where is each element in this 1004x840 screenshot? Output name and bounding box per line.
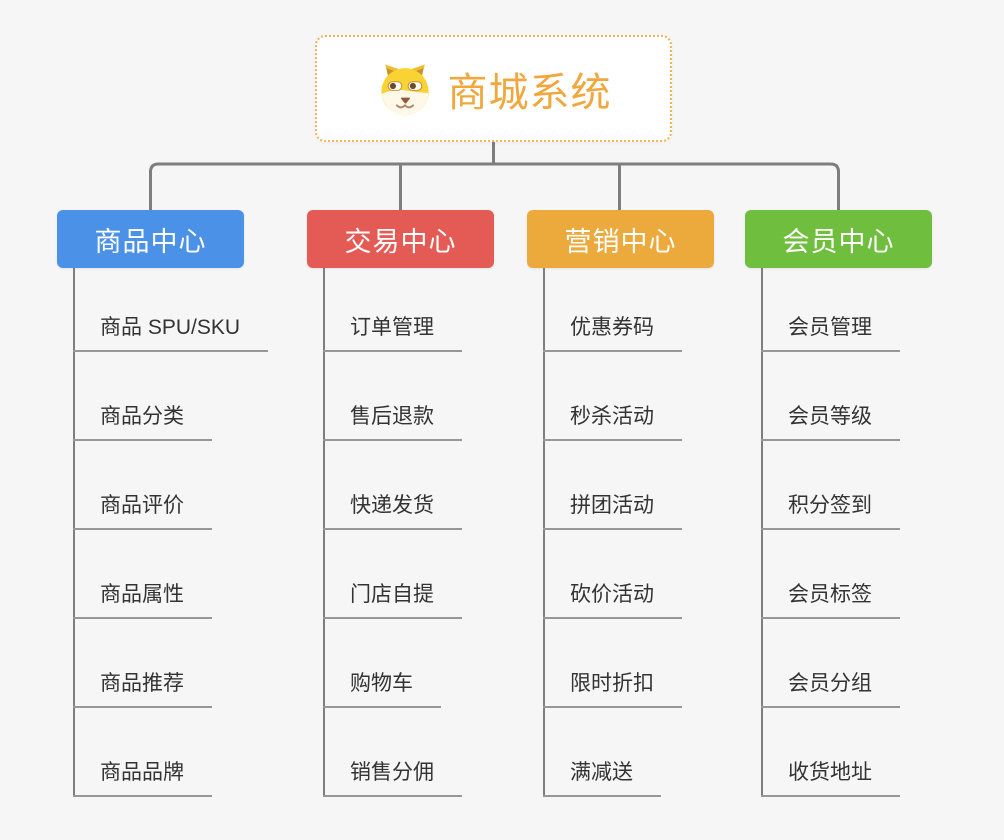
- branch-header-2[interactable]: 营销中心: [527, 210, 714, 268]
- branch-trunk-line: [73, 268, 75, 797]
- root-node-mall-system[interactable]: 商城系统: [315, 35, 672, 142]
- branch-header-1[interactable]: 交易中心: [307, 210, 494, 268]
- leaf-node[interactable]: 售后退款: [323, 403, 462, 441]
- branch-header-3[interactable]: 会员中心: [745, 210, 932, 268]
- leaf-node[interactable]: 商品 SPU/SKU: [73, 314, 269, 352]
- leaf-node[interactable]: 优惠券码: [543, 314, 682, 352]
- leaf-node[interactable]: 积分签到: [761, 492, 900, 530]
- leaf-node[interactable]: 商品品牌: [73, 759, 212, 797]
- leaf-node[interactable]: 销售分佣: [323, 759, 462, 797]
- leaf-node[interactable]: 商品推荐: [73, 670, 212, 708]
- branch-trunk-line: [761, 268, 763, 797]
- leaf-node[interactable]: 砍价活动: [543, 581, 682, 619]
- leaf-node[interactable]: 会员分组: [761, 670, 900, 708]
- leaf-node[interactable]: 商品属性: [73, 581, 212, 619]
- leaf-node[interactable]: 购物车: [323, 670, 441, 708]
- leaf-node[interactable]: 秒杀活动: [543, 403, 682, 441]
- leaf-node[interactable]: 商品分类: [73, 403, 212, 441]
- leaf-node[interactable]: 会员等级: [761, 403, 900, 441]
- leaf-node[interactable]: 快递发货: [323, 492, 462, 530]
- leaf-node[interactable]: 商品评价: [73, 492, 212, 530]
- leaf-node[interactable]: 门店自提: [323, 581, 462, 619]
- branch-trunk-line: [543, 268, 545, 797]
- root-title: 商城系统: [447, 70, 612, 115]
- leaf-node[interactable]: 满减送: [543, 759, 661, 797]
- branch-header-0[interactable]: 商品中心: [57, 210, 244, 268]
- leaf-node[interactable]: 拼团活动: [543, 492, 682, 530]
- leaf-node[interactable]: 收货地址: [761, 759, 900, 797]
- leaf-node[interactable]: 限时折扣: [543, 670, 682, 708]
- leaf-node[interactable]: 会员管理: [761, 314, 900, 352]
- shiba-dog-icon: [380, 64, 429, 115]
- branch-trunk-line: [323, 268, 325, 797]
- leaf-node[interactable]: 会员标签: [761, 581, 900, 619]
- leaf-node[interactable]: 订单管理: [323, 314, 462, 352]
